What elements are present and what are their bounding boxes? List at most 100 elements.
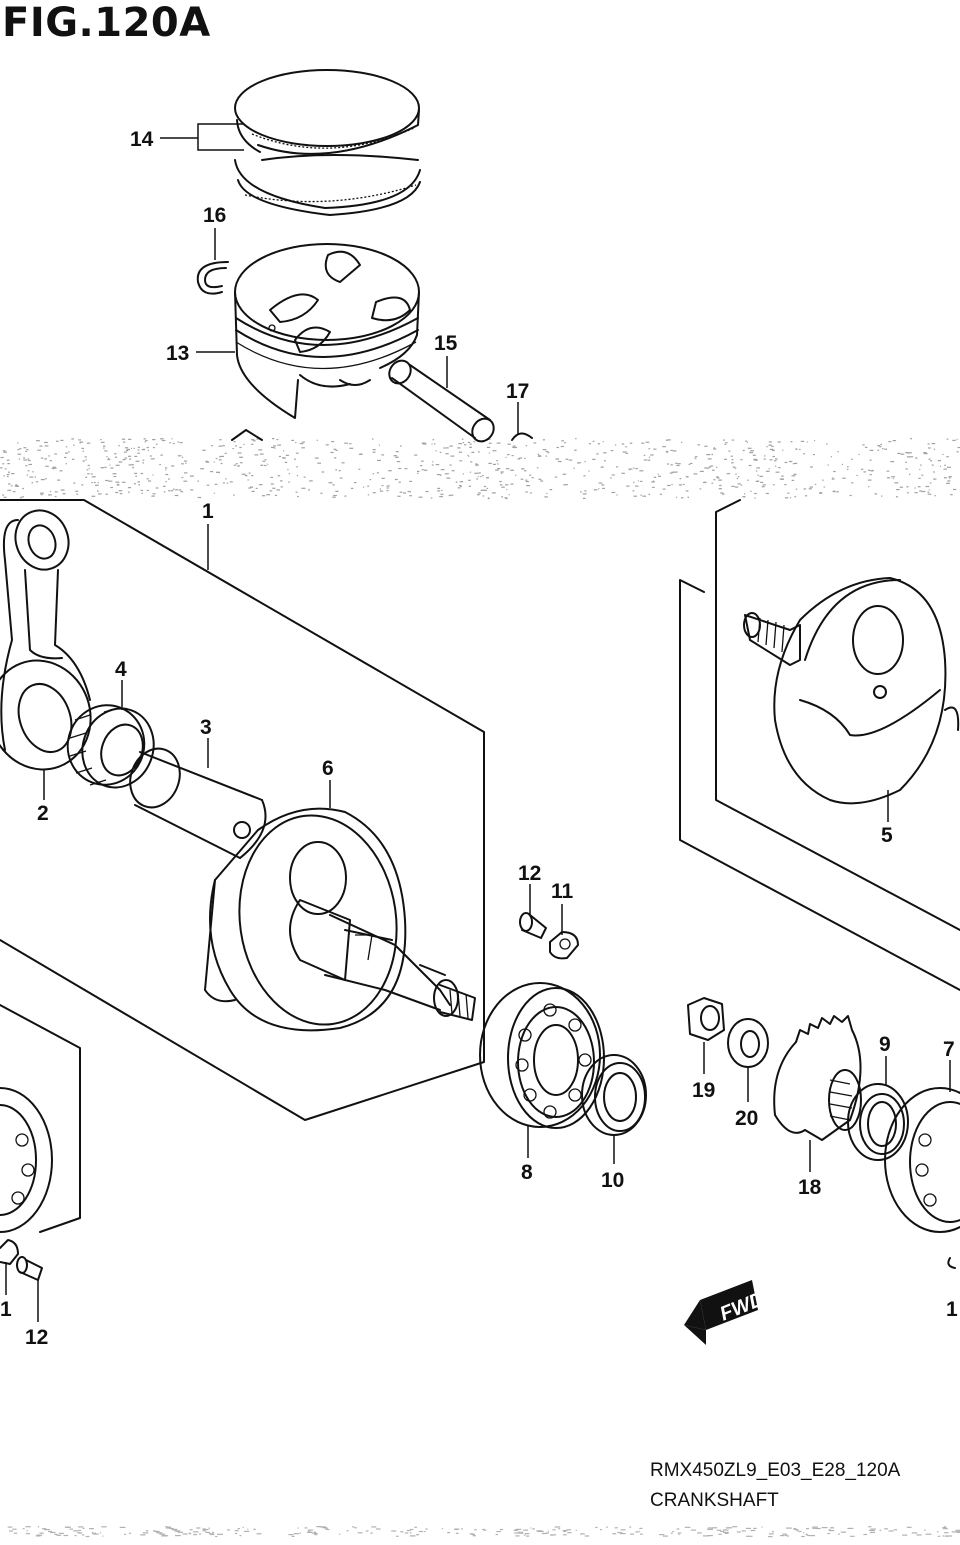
noise-speck [258, 449, 262, 450]
noise-speck [813, 454, 815, 455]
noise-speck [933, 479, 936, 480]
noise-speck [809, 1535, 815, 1536]
noise-speck [203, 1530, 207, 1531]
noise-speck [271, 483, 274, 484]
noise-speck [847, 466, 849, 467]
noise-speck [382, 485, 384, 486]
noise-speck [617, 1532, 621, 1533]
noise-speck [667, 485, 671, 486]
noise-speck [165, 467, 167, 468]
washer-20 [728, 1019, 768, 1067]
noise-speck [9, 1530, 13, 1531]
noise-speck [497, 468, 500, 469]
noise-speck [841, 1532, 846, 1533]
noise-speck [316, 1526, 321, 1527]
noise-speck [40, 1533, 44, 1534]
noise-speck [780, 1535, 785, 1536]
noise-speck [278, 475, 281, 476]
noise-speck [171, 465, 174, 466]
noise-speck [712, 483, 714, 484]
noise-speck [37, 1535, 43, 1536]
noise-speck [583, 493, 587, 494]
noise-speck [681, 442, 682, 443]
noise-speck [907, 456, 910, 457]
noise-speck [540, 480, 543, 481]
noise-speck [897, 453, 900, 454]
noise-speck [749, 465, 752, 466]
noise-speck [476, 478, 478, 479]
noise-speck [870, 474, 872, 475]
noise-speck [419, 497, 423, 498]
noise-speck [781, 479, 784, 480]
callout-13: 13 [166, 342, 189, 365]
noise-speck [129, 1533, 131, 1534]
noise-speck [87, 443, 91, 444]
noise-speck [239, 447, 241, 448]
noise-speck [395, 479, 398, 480]
noise-speck [156, 444, 158, 445]
noise-speck [298, 1528, 299, 1529]
noise-speck [148, 450, 149, 451]
noise-speck [372, 438, 374, 439]
forward-direction-badge: FWD [684, 1280, 767, 1345]
noise-speck [171, 490, 174, 491]
noise-speck [152, 439, 155, 440]
noise-speck [723, 440, 725, 441]
noise-speck [630, 443, 633, 444]
noise-speck [945, 1536, 949, 1537]
bearing-7 [885, 1088, 960, 1268]
noise-speck [81, 484, 83, 485]
noise-speck [611, 450, 614, 451]
noise-speck [792, 480, 795, 481]
noise-speck [915, 492, 918, 493]
noise-speck [754, 460, 758, 461]
noise-speck [279, 456, 281, 457]
noise-speck [910, 438, 912, 439]
noise-speck [496, 1534, 498, 1535]
noise-speck [880, 1530, 882, 1531]
noise-speck [944, 477, 947, 478]
noise-speck [773, 456, 776, 457]
noise-speck [248, 479, 249, 480]
noise-speck [128, 439, 131, 440]
noise-speck [190, 1529, 193, 1530]
noise-speck [23, 1528, 25, 1529]
noise-speck [299, 1533, 301, 1534]
noise-speck [106, 456, 107, 457]
noise-speck [70, 1529, 74, 1530]
noise-speck [646, 442, 650, 443]
noise-speck [679, 1534, 680, 1535]
noise-speck [639, 1531, 640, 1532]
noise-speck [205, 1532, 210, 1533]
noise-speck [944, 1532, 948, 1533]
callout-19: 19 [692, 1079, 715, 1102]
noise-speck [120, 493, 123, 494]
noise-speck [712, 1527, 717, 1528]
noise-speck [733, 467, 736, 468]
noise-speck [26, 1526, 31, 1527]
noise-speck [678, 1533, 682, 1534]
noise-speck [530, 492, 532, 493]
noise-speck [68, 451, 70, 452]
noise-speck [153, 447, 155, 448]
noise-speck [726, 1527, 730, 1528]
noise-speck [288, 1534, 293, 1535]
noise-speck [829, 1530, 834, 1531]
noise-speck [331, 452, 334, 453]
noise-speck [952, 440, 955, 441]
noise-speck [683, 484, 685, 485]
noise-speck [405, 468, 408, 469]
screw-12 [520, 913, 546, 938]
noise-speck [124, 452, 127, 453]
noise-speck [86, 459, 87, 460]
noise-speck [810, 466, 813, 467]
noise-speck [922, 491, 926, 492]
noise-speck [724, 459, 727, 460]
noise-speck [129, 464, 132, 465]
noise-speck [731, 462, 734, 463]
noise-speck [44, 458, 47, 459]
noise-speck [673, 450, 677, 451]
noise-speck [944, 469, 947, 470]
noise-speck [153, 474, 154, 475]
noise-speck [635, 468, 638, 469]
